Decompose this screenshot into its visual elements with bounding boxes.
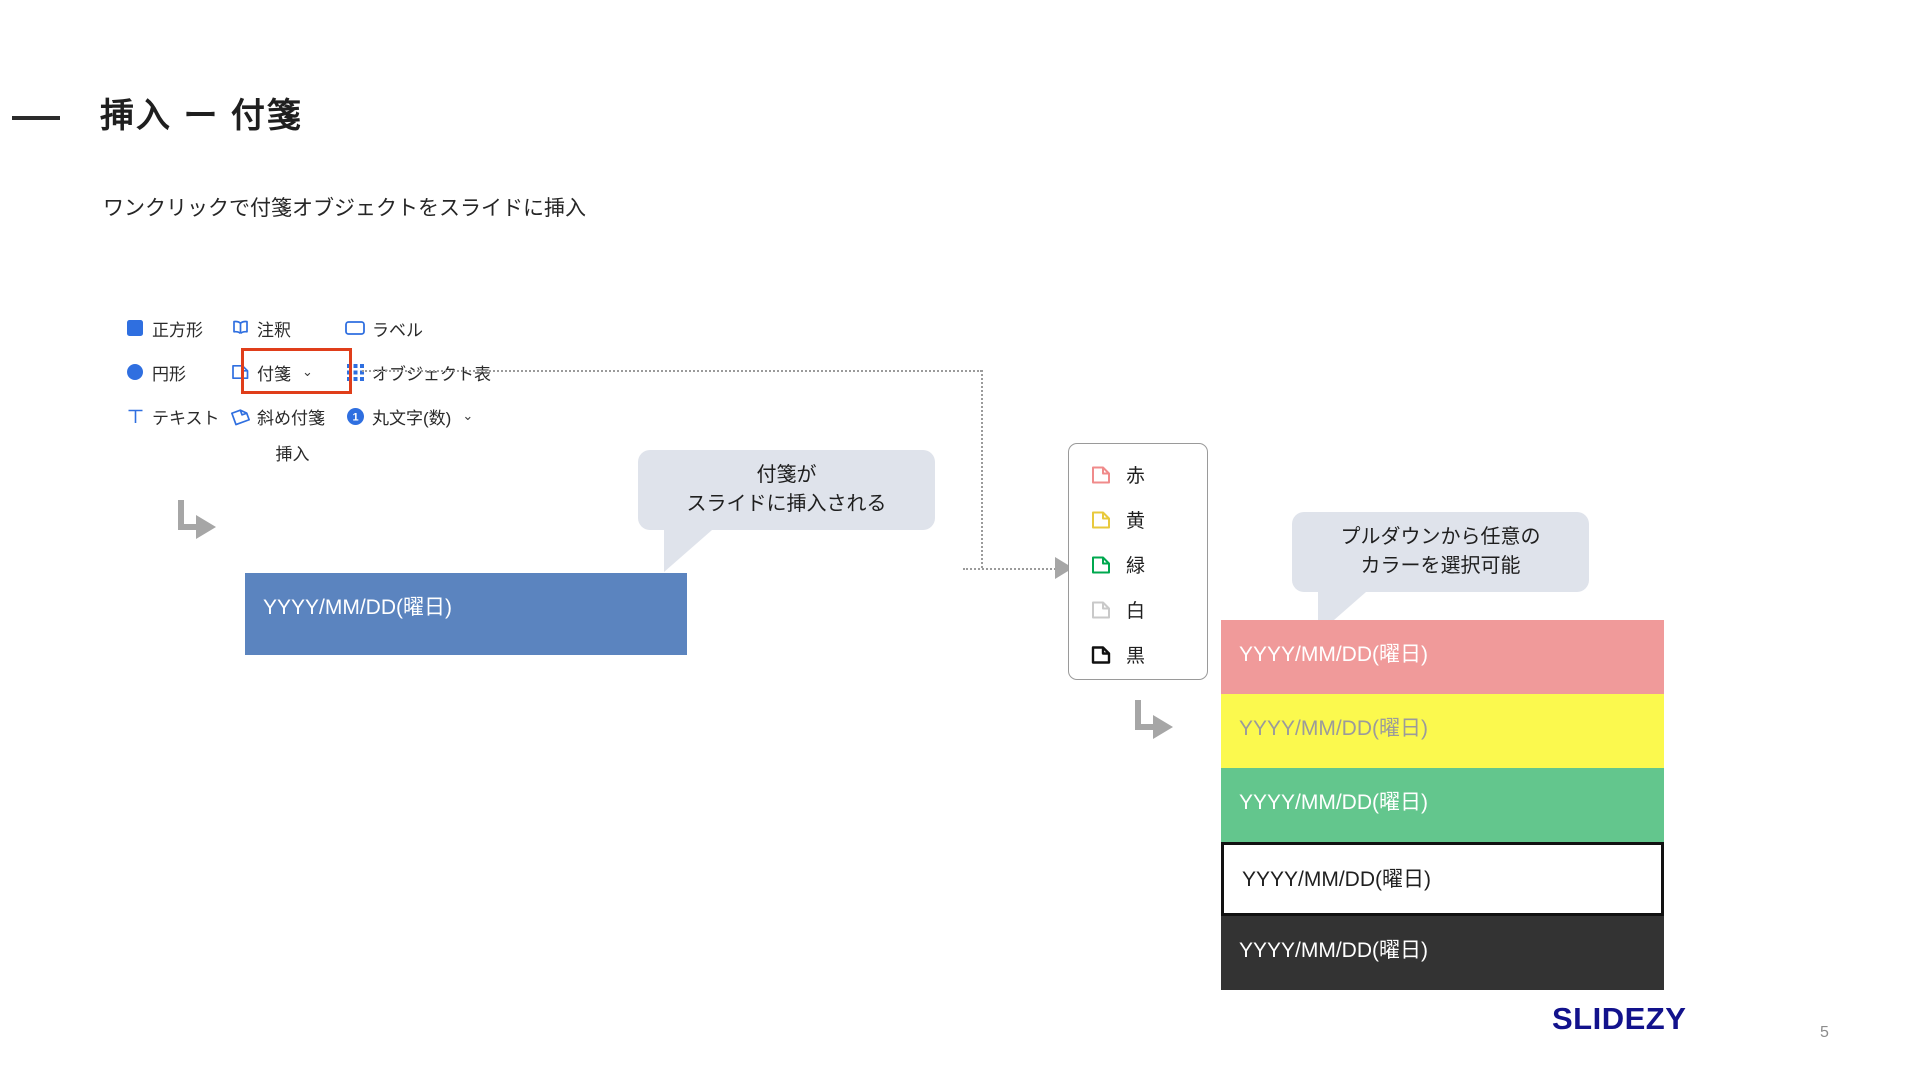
dropdown-option-yellow[interactable]: 黄 xyxy=(1069,497,1207,542)
toolbar-item-label: ラベル xyxy=(372,320,423,340)
dropdown-option-label: 黒 xyxy=(1126,646,1146,667)
toolbar-row: 円形 付箋 ⌄ オブジェクト表 xyxy=(125,350,585,394)
toolbar-item-object-table[interactable]: オブジェクト表 xyxy=(345,360,525,385)
toolbar-item-label: 円形 xyxy=(152,364,186,384)
sticky-note-icon-red xyxy=(1090,464,1112,486)
connector-line-horizontal-top xyxy=(362,370,982,372)
color-note-red[interactable]: YYYY/MM/DD(曜日) xyxy=(1221,620,1664,694)
color-note-green[interactable]: YYYY/MM/DD(曜日) xyxy=(1221,768,1664,842)
chevron-down-icon[interactable]: ⌄ xyxy=(462,408,474,423)
toolbar-item-circle[interactable]: 円形 xyxy=(125,360,230,385)
dropdown-option-red[interactable]: 赤 xyxy=(1069,452,1207,497)
callout-line: プルダウンから任意の xyxy=(1340,526,1541,548)
tilted-sticky-note-icon xyxy=(230,406,250,426)
callout-line: 付箋が xyxy=(756,464,817,486)
book-icon xyxy=(230,318,250,338)
toolbar-item-label-shape[interactable]: ラベル xyxy=(345,316,525,341)
slidezy-logo: SLIDEZY xyxy=(1552,1001,1687,1036)
dropdown-option-label: 黄 xyxy=(1126,511,1146,532)
sticky-note-highlight-box xyxy=(241,348,352,394)
grid-dots-icon xyxy=(345,362,365,382)
dropdown-option-label: 赤 xyxy=(1126,466,1146,487)
toolbar-item-label: 正方形 xyxy=(152,320,203,340)
dropdown-option-black[interactable]: 黒 xyxy=(1069,632,1207,677)
dropdown-option-label: 緑 xyxy=(1126,556,1146,577)
color-note-yellow[interactable]: YYYY/MM/DD(曜日) xyxy=(1221,694,1664,768)
page-subtitle: ワンクリックで付箋オブジェクトをスライドに挿入 xyxy=(103,197,586,220)
sticky-note-text: YYYY/MM/DD(曜日) xyxy=(1239,643,1428,666)
text-t-icon xyxy=(125,406,145,426)
toolbar-item-text[interactable]: テキスト xyxy=(125,404,230,429)
callout-color-pulldown: プルダウンから任意の カラーを選択可能 xyxy=(1292,512,1589,634)
toolbar-item-label: 注釈 xyxy=(257,320,291,340)
color-dropdown-menu[interactable]: 赤 黄 緑 白 xyxy=(1068,443,1208,680)
bent-arrow-icon-colors xyxy=(1133,700,1179,746)
sticky-note-icon-green xyxy=(1090,554,1112,576)
rounded-rect-icon xyxy=(345,318,365,338)
toolbar-row: 正方形 注釈 ラベル xyxy=(125,306,585,350)
sticky-note-text: YYYY/MM/DD(曜日) xyxy=(1239,717,1428,740)
dropdown-option-green[interactable]: 緑 xyxy=(1069,542,1207,587)
sticky-note-icon-yellow xyxy=(1090,509,1112,531)
connector-line-vertical xyxy=(981,370,983,568)
toolbar-item-label: 斜め付箋 xyxy=(257,408,325,428)
dropdown-option-white[interactable]: 白 xyxy=(1069,587,1207,632)
dropdown-option-label: 白 xyxy=(1126,601,1146,622)
sticky-note-icon-black xyxy=(1090,644,1112,666)
toolbar-item-label: テキスト xyxy=(152,408,220,428)
connector-line-horizontal-bottom xyxy=(963,568,1063,570)
callout-line: スライドに挿入される xyxy=(686,493,887,515)
toolbar-item-numbered-circle[interactable]: 1 丸文字(数) ⌄ xyxy=(345,404,525,429)
sticky-note-text: YYYY/MM/DD(曜日) xyxy=(1239,939,1428,962)
sticky-note-text: YYYY/MM/DD(曜日) xyxy=(263,596,452,619)
filled-circle-icon xyxy=(125,362,145,382)
sticky-note-text: YYYY/MM/DD(曜日) xyxy=(1239,791,1428,814)
color-note-white[interactable]: YYYY/MM/DD(曜日) xyxy=(1221,842,1664,916)
toolbar-row: テキスト 斜め付箋 1 丸文字(数) ⌄ xyxy=(125,394,585,438)
callout-insert-result: 付箋が スライドに挿入される xyxy=(638,450,935,572)
toolbar-item-tilted-sticky-note[interactable]: 斜め付箋 xyxy=(230,404,345,429)
numbered-circle-icon: 1 xyxy=(345,406,365,426)
toolbar-item-label: 丸文字(数) xyxy=(372,408,452,428)
page-title: 挿入 ー 付箋 xyxy=(100,97,303,135)
toolbar-item-annotation[interactable]: 注釈 xyxy=(230,316,345,341)
sticky-note-icon-white xyxy=(1090,599,1112,621)
callout-line: カラーを選択可能 xyxy=(1360,555,1521,577)
toolbar-item-square[interactable]: 正方形 xyxy=(125,316,230,341)
page-number: 5 xyxy=(1820,1024,1829,1041)
title-accent-dash xyxy=(12,116,60,120)
insert-toolbar: 正方形 注釈 ラベル 円形 xyxy=(125,306,585,438)
bent-arrow-icon-insert xyxy=(176,500,222,546)
color-note-black[interactable]: YYYY/MM/DD(曜日) xyxy=(1221,916,1664,990)
toolbar-caption: 挿入 xyxy=(275,445,310,464)
chevron-down-icon[interactable]: ⌄ xyxy=(302,364,313,379)
toolbar-item-label: 付箋 xyxy=(257,364,291,384)
svg-text:1: 1 xyxy=(352,411,358,423)
sticky-note-text: YYYY/MM/DD(曜日) xyxy=(1242,868,1431,891)
filled-square-icon xyxy=(125,318,145,338)
toolbar-item-label: オブジェクト表 xyxy=(372,364,491,384)
inserted-sticky-note[interactable]: YYYY/MM/DD(曜日) xyxy=(245,573,687,655)
